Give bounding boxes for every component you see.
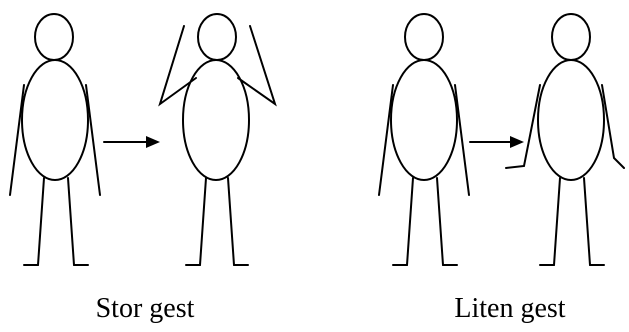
- left-leg: [554, 178, 560, 265]
- left-arm: [10, 85, 24, 195]
- arrow-left-transition: [104, 136, 160, 148]
- left-leg: [38, 178, 44, 265]
- arrow-head: [510, 136, 524, 148]
- right-leg: [584, 178, 590, 265]
- left-arm: [506, 85, 540, 168]
- left-arm: [379, 85, 393, 195]
- figure-right-gesture: [506, 14, 624, 265]
- right-arm: [238, 26, 275, 104]
- figure-left-gesture: [160, 14, 275, 265]
- head: [405, 14, 443, 60]
- figure-left-neutral: [10, 14, 100, 265]
- arrow-right-transition: [470, 136, 524, 148]
- head: [552, 14, 590, 60]
- caption-big-gesture: Stor gest: [55, 292, 235, 326]
- right-leg: [68, 178, 74, 265]
- arrow-head: [146, 136, 160, 148]
- body: [22, 60, 88, 180]
- right-arm: [86, 85, 100, 195]
- head: [198, 14, 236, 60]
- right-arm: [602, 85, 624, 168]
- caption-small-gesture: Liten gest: [420, 292, 600, 326]
- right-leg: [228, 178, 234, 265]
- right-leg: [437, 178, 443, 265]
- right-arm: [455, 85, 469, 195]
- body: [538, 60, 604, 180]
- body: [391, 60, 457, 180]
- left-arm: [160, 26, 196, 104]
- left-leg: [407, 178, 413, 265]
- head: [35, 14, 73, 60]
- figure-right-neutral: [379, 14, 469, 265]
- left-leg: [200, 178, 206, 265]
